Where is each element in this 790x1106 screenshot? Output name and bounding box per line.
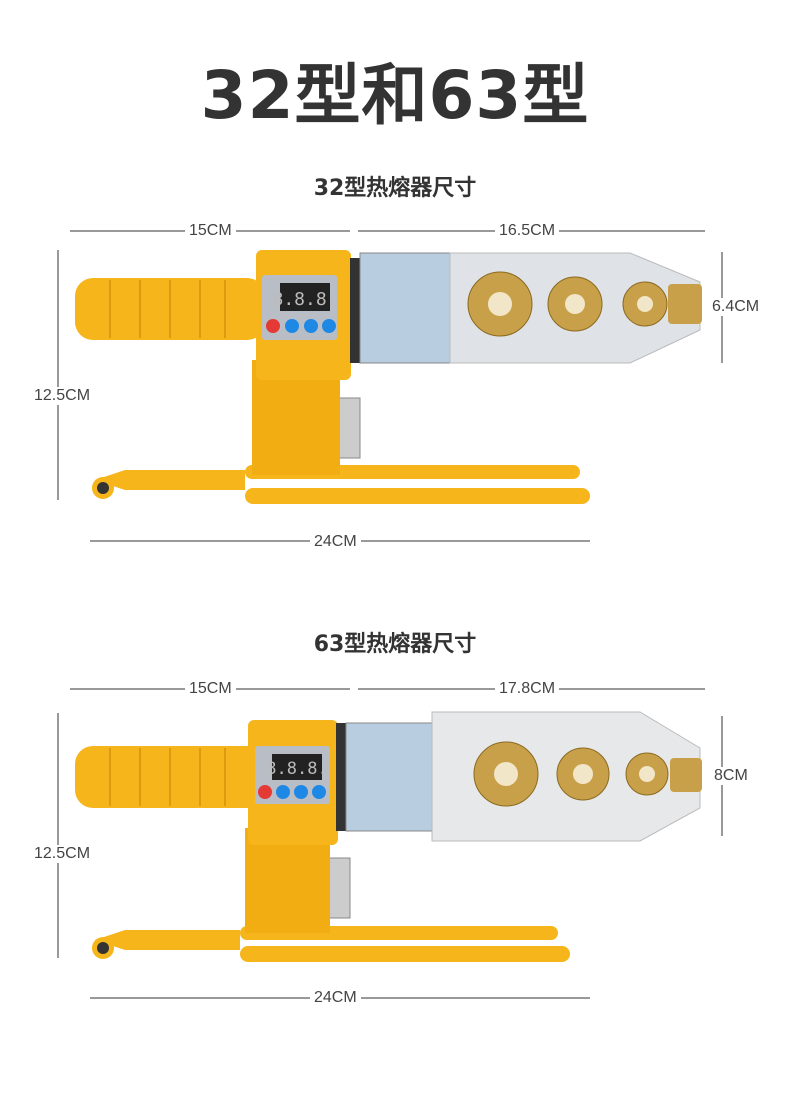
model-63-handle-length: 15CM	[185, 680, 236, 698]
model-63-drawing: 8.8.8.	[57, 688, 723, 999]
model-32-handle-length: 15CM	[185, 222, 236, 240]
model-32-stand-length: 24CM	[310, 533, 361, 551]
model-63-subtitle: 63型热熔器尺寸	[313, 632, 477, 657]
page-title: 32型和63型	[200, 57, 590, 134]
model-63-total-height: 12.5CM	[30, 845, 95, 863]
model-63-head-length: 17.8CM	[495, 680, 560, 698]
model-32-subtitle: 32型热熔器尺寸	[313, 176, 477, 201]
model-32-head-height: 6.4CM	[708, 298, 764, 316]
model-32-total-height: 12.5CM	[30, 387, 95, 405]
model-63-stand-length: 24CM	[310, 989, 361, 1007]
svg-text:8.8.8.: 8.8.8.	[272, 289, 337, 310]
model-32-drawing: 8.8.8.	[57, 230, 723, 542]
model-32-head-length: 16.5CM	[495, 222, 560, 240]
model-63-head-height: 8CM	[710, 767, 752, 785]
svg-text:8.8.8.: 8.8.8.	[266, 759, 327, 779]
